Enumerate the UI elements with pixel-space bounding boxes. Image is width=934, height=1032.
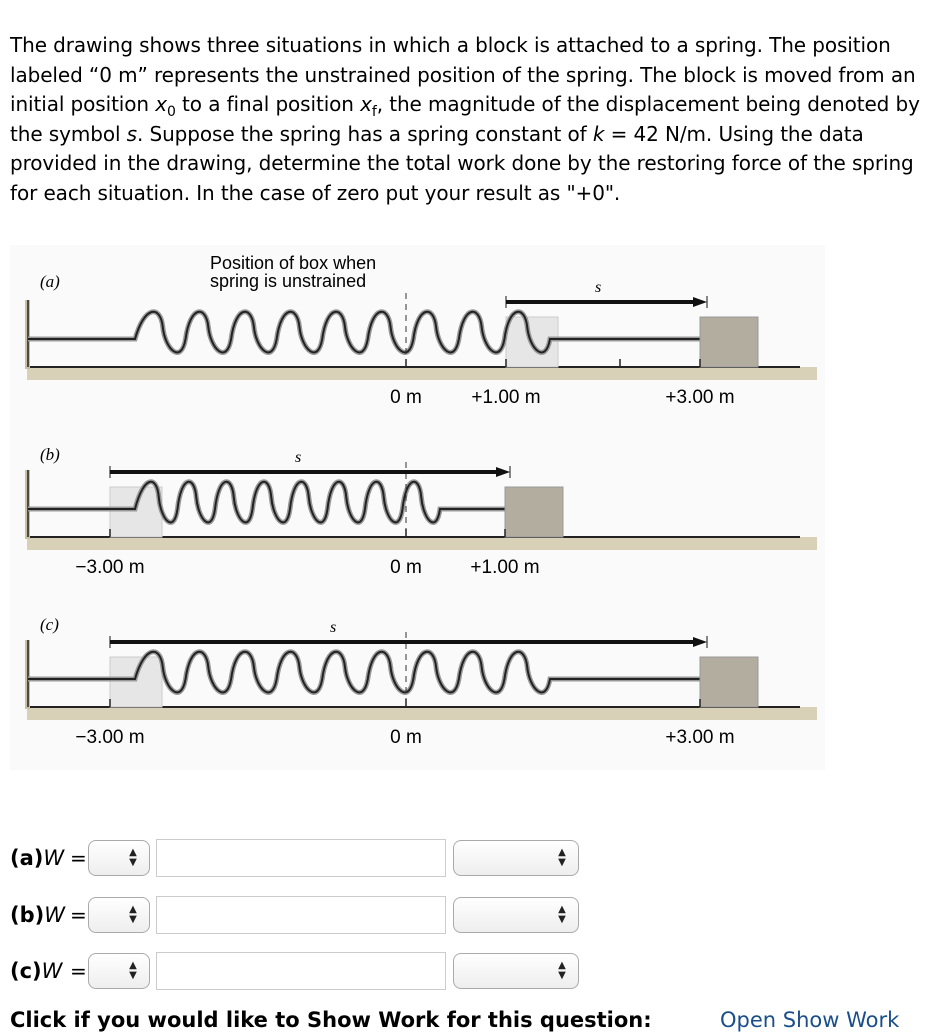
updown-arrows-icon: ▲▼ [129, 847, 137, 868]
unit-select[interactable]: ▲▼ [452, 897, 579, 933]
sign-select[interactable]: ▲▼ [87, 897, 150, 933]
panel-c: (c) s −3.00 m 0 m +3.00 m [25, 615, 817, 748]
updown-arrows-icon: ▲▼ [129, 960, 137, 981]
unit-select[interactable]: ▲▼ [452, 953, 579, 989]
floor [27, 367, 817, 380]
final-block [699, 656, 759, 708]
final-block [699, 316, 759, 368]
tick-label: +1.00 m [470, 557, 539, 578]
initial-block [109, 656, 163, 708]
value-input[interactable] [155, 839, 446, 877]
value-input[interactable] [155, 952, 446, 990]
s-label: s [595, 279, 601, 296]
value-input[interactable] [155, 896, 446, 934]
answer-label: (c)W [10, 959, 63, 983]
panel-b: (b) s −3.00 m 0 m +1.00 m [25, 445, 817, 578]
caption-line2: spring is unstrained [210, 271, 366, 291]
panel-a: (a) s 0 m +1.00 m +3.00 m [25, 272, 817, 408]
floor [27, 707, 817, 720]
open-show-work-link[interactable]: Open Show Work [720, 1008, 900, 1032]
answer-label: (b)W [10, 903, 65, 927]
tick-label: +1.00 m [471, 387, 540, 408]
tick-label: 0 m [390, 387, 422, 408]
sign-select[interactable]: ▲▼ [87, 953, 150, 989]
updown-arrows-icon: ▲▼ [558, 847, 566, 868]
updown-arrows-icon: ▲▼ [558, 960, 566, 981]
floor [27, 537, 817, 550]
tick-label: −3.00 m [75, 557, 144, 578]
s-label: s [330, 619, 336, 636]
panel-label: (b) [40, 445, 60, 464]
final-block [504, 486, 564, 538]
caption-line1: Position of box when [210, 253, 376, 273]
answer-row-b: (b)W= ▲▼ ▲▼ [10, 895, 579, 935]
panel-label: (a) [40, 272, 60, 291]
s-label: s [295, 449, 301, 466]
show-work-prompt: Click if you would like to Show Work for… [10, 1008, 900, 1032]
answer-row-c: (c)W= ▲▼ ▲▼ [10, 951, 579, 991]
initial-block [109, 486, 163, 538]
unit-select[interactable]: ▲▼ [452, 840, 579, 876]
answer-label: (a)W [10, 846, 65, 870]
tick-label: +3.00 m [665, 727, 734, 748]
updown-arrows-icon: ▲▼ [129, 904, 137, 925]
spring-diagram: Position of box when spring is unstraine… [10, 245, 825, 770]
tick-label: +3.00 m [665, 387, 734, 408]
updown-arrows-icon: ▲▼ [558, 904, 566, 925]
sign-select[interactable]: ▲▼ [87, 840, 150, 876]
answer-row-a: (a)W= ▲▼ ▲▼ [10, 838, 579, 878]
tick-label: 0 m [390, 557, 422, 578]
panel-label: (c) [40, 615, 59, 634]
problem-text: The drawing shows three situations in wh… [10, 33, 920, 205]
tick-label: 0 m [390, 727, 422, 748]
tick-label: −3.00 m [75, 727, 144, 748]
